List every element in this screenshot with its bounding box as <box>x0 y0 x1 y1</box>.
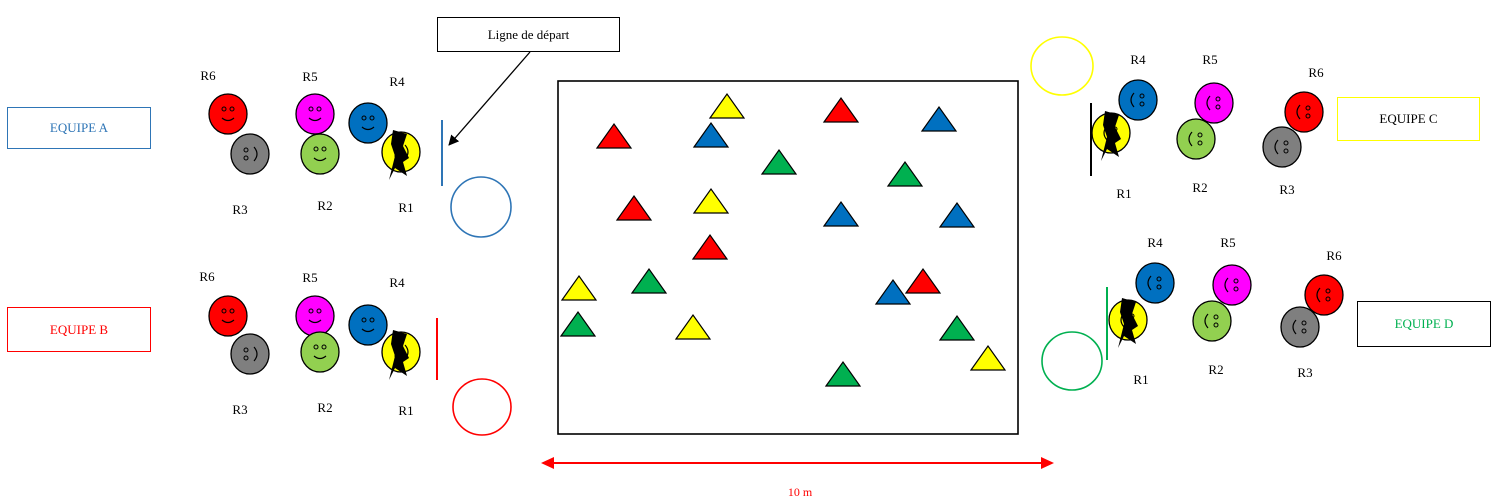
blue-cone-icon <box>938 201 976 228</box>
player-r3-icon-team-a <box>230 133 270 175</box>
player-r3-icon-team-b <box>230 333 270 375</box>
player-r6-icon-team-a <box>208 93 248 135</box>
team-d-label-r1: R1 <box>1133 372 1149 387</box>
player-r6-icon-team-b <box>208 295 248 337</box>
player-r1-icon-team-d <box>1108 298 1148 348</box>
team-b-label-r1: R1 <box>398 403 414 418</box>
hoop-team-c <box>1030 36 1094 96</box>
green-cone-icon <box>938 314 976 341</box>
red-cone-icon <box>615 194 653 221</box>
team-c-label-r3: R3 <box>1279 182 1295 197</box>
red-cone-icon <box>822 96 860 123</box>
team-b-label-r4: R4 <box>389 275 405 290</box>
team-c-label-r4: R4 <box>1130 52 1146 67</box>
blue-cone-icon <box>874 278 912 305</box>
team-d-label-r5: R5 <box>1220 235 1236 250</box>
blue-cone-icon <box>920 105 958 132</box>
team-b-box: EQUIPE B <box>7 307 151 352</box>
yellow-cone-icon <box>674 313 712 340</box>
player-r6-icon-team-d <box>1304 274 1344 316</box>
players <box>208 79 1344 380</box>
player-r5-icon-team-a <box>295 93 335 135</box>
player-r4-icon-team-b <box>348 304 388 346</box>
team-a-name: EQUIPE A <box>49 120 109 135</box>
distance-label: 10 m <box>787 485 813 499</box>
bib-icon <box>389 130 409 180</box>
red-cone-icon <box>691 233 729 260</box>
team-c-name: EQUIPE C <box>1379 111 1438 126</box>
team-d-box: EQUIPE D <box>1357 301 1491 347</box>
player-r1-icon-team-c <box>1091 111 1131 161</box>
player-r3-icon-team-d <box>1280 306 1320 348</box>
player-r5-icon-team-c <box>1194 82 1234 124</box>
team-b-label-r5: R5 <box>302 270 318 285</box>
yellow-cone-icon <box>560 274 598 301</box>
bib-icon <box>389 330 409 380</box>
team-b-label-r6: R6 <box>199 269 215 284</box>
team-c-label-r2: R2 <box>1192 180 1208 195</box>
player-r5-icon-team-d <box>1212 264 1252 306</box>
player-r2-icon-team-d <box>1192 300 1232 342</box>
bib-icon <box>1101 111 1121 161</box>
callout-arrow <box>448 51 531 146</box>
start-markers <box>436 36 1108 436</box>
team-a-label-r6: R6 <box>200 68 216 83</box>
player-r3-icon-team-c <box>1262 126 1302 168</box>
red-cone-icon <box>904 267 942 294</box>
team-a-label-r1: R1 <box>398 200 414 215</box>
start-line-callout-text: Ligne de départ <box>487 26 570 42</box>
player-r2-icon-team-b <box>300 331 340 373</box>
player-r4-icon-team-c <box>1118 79 1158 121</box>
player-r1-icon-team-b <box>381 330 421 380</box>
playing-field <box>557 80 1019 435</box>
bib-icon <box>1118 298 1138 348</box>
player-r2-icon-team-a <box>300 133 340 175</box>
player-r6-icon-team-c <box>1284 91 1324 133</box>
team-b-label-r2: R2 <box>317 400 333 415</box>
red-cone-icon <box>595 122 633 149</box>
team-a-label-r3: R3 <box>232 202 248 217</box>
blue-cone-icon <box>822 200 860 227</box>
team-b-name: EQUIPE B <box>49 321 109 337</box>
team-a-label-r5: R5 <box>302 69 318 84</box>
yellow-cone-icon <box>692 187 730 214</box>
hoop-team-a <box>450 176 512 238</box>
start-line-callout: Ligne de départ <box>437 17 620 52</box>
team-d-label-r3: R3 <box>1297 365 1313 380</box>
green-cone-icon <box>559 310 597 337</box>
team-a-box: EQUIPE A <box>7 107 151 149</box>
team-a-label-r4: R4 <box>389 74 405 89</box>
player-r4-icon-team-d <box>1135 262 1175 304</box>
team-d-label-r6: R6 <box>1326 248 1342 263</box>
team-c-label-r5: R5 <box>1202 52 1218 67</box>
team-d-label-r2: R2 <box>1208 362 1224 377</box>
hoop-team-d <box>1041 331 1103 391</box>
team-d-label-r4: R4 <box>1147 235 1163 250</box>
yellow-cone-icon <box>969 344 1007 371</box>
green-cone-icon <box>824 360 862 387</box>
player-r1-icon-team-a <box>381 130 421 180</box>
team-a-label-r2: R2 <box>317 198 333 213</box>
team-c-label-r1: R1 <box>1116 186 1132 201</box>
distance-arrow <box>541 457 1054 469</box>
green-cone-icon <box>886 160 924 187</box>
team-d-name: EQUIPE D <box>1394 316 1454 331</box>
team-c-label-r6: R6 <box>1308 65 1324 80</box>
team-b-label-r3: R3 <box>232 402 248 417</box>
blue-cone-icon <box>692 121 730 148</box>
player-r5-icon-team-b <box>295 295 335 337</box>
player-r2-icon-team-c <box>1176 118 1216 160</box>
cones <box>559 92 1007 387</box>
player-r4-icon-team-a <box>348 102 388 144</box>
hoop-team-b <box>452 378 512 436</box>
team-c-box: EQUIPE C <box>1337 97 1480 141</box>
green-cone-icon <box>760 148 798 175</box>
green-cone-icon <box>630 267 668 294</box>
yellow-cone-icon <box>708 92 746 119</box>
